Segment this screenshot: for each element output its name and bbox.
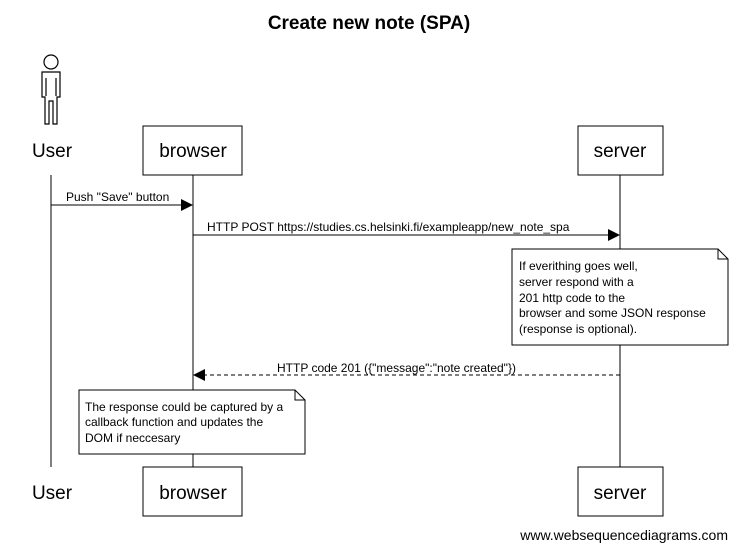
browser-box-bottom [142,466,243,517]
server-box-bottom [577,466,664,517]
footer-watermark: www.websequencediagrams.com [519,527,728,543]
server-label-top: server [594,141,647,162]
browser-note-box [78,389,306,455]
browser-label-bottom: browser [159,483,227,504]
diagram-title: Create new note (SPA) [268,13,470,34]
server-note-box [511,248,729,346]
server-note-fold [717,249,728,260]
message-http-post-label: HTTP POST https://studies.cs.helsinki.fi… [207,220,570,234]
browser-note-line-1: The response could be captured by a [85,400,283,414]
browser-note-line-3: DOM if neccesary [85,431,180,445]
server-note-line-1: If everithing goes well, [519,259,638,273]
browser-note-line-2: callback function and updates the [85,415,263,429]
message-http-201-label: HTTP code 201 ({"message":"note created"… [277,361,516,375]
browser-box-top [142,125,243,176]
server-note-line-4: browser and some JSON response [519,306,706,320]
message-push-save-label: Push "Save" button [66,190,169,204]
browser-note-fold [294,390,305,401]
server-note-line-5: (response is optional). [519,322,637,336]
browser-label-top: browser [159,141,227,162]
user-label-bottom: User [32,483,73,504]
server-box-top [577,125,664,176]
server-note-line-3: 201 http code to the [519,291,625,305]
server-note-line-2: server respond with a [519,275,634,289]
user-label-top: User [32,141,73,162]
stick-figure-icon [41,54,61,125]
server-label-bottom: server [594,483,647,504]
